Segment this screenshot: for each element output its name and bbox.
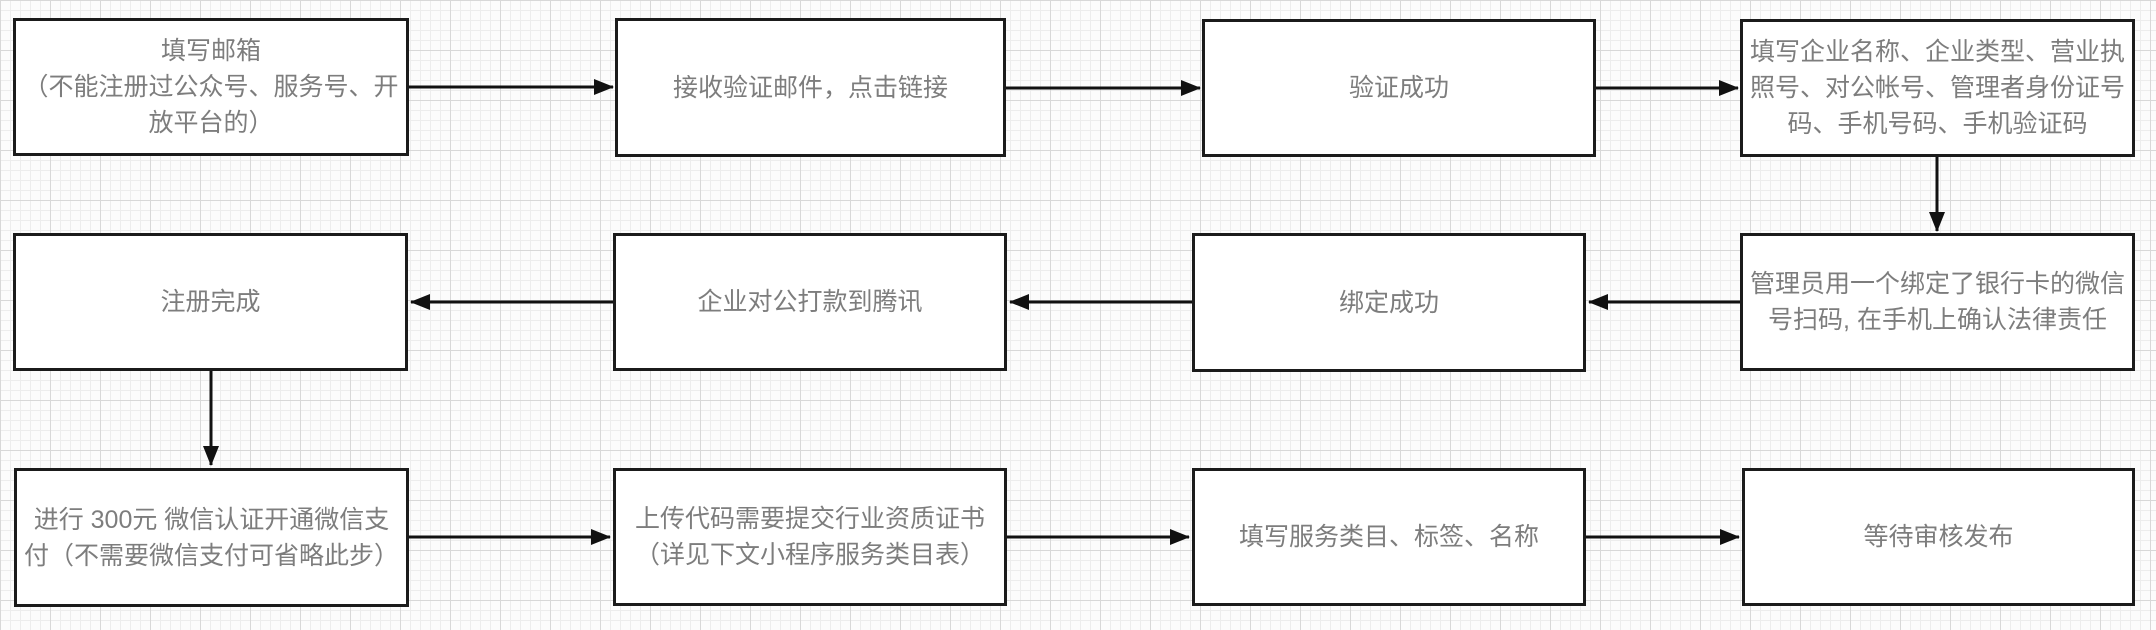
node-transfer-tencent[interactable]: 企业对公打款到腾讯 (613, 233, 1007, 371)
node-fill-email[interactable]: 填写邮箱 （不能注册过公众号、服务号、开 放平台的） (13, 18, 409, 156)
node-wait-review[interactable]: 等待审核发布 (1742, 468, 2135, 606)
node-wechat-cert-pay-label: 进行 300元 微信认证开通微信支 付（不需要微信支付可省略此步） (23, 505, 399, 570)
node-bind-success-label: 绑定成功 (1338, 288, 1439, 317)
node-register-done-label: 注册完成 (160, 288, 261, 316)
node-admin-scan[interactable]: 管理员用一个绑定了银行卡的微信 号扫码, 在手机上确认法律责任 (1740, 233, 2135, 371)
node-admin-scan-label: 管理员用一个绑定了银行卡的微信 号扫码, 在手机上确认法律责任 (1749, 270, 2125, 334)
node-receive-email[interactable]: 接收验证邮件，点击链接 (615, 18, 1006, 157)
node-verify-success-label: 验证成功 (1348, 74, 1449, 102)
node-upload-code-cert-label: 上传代码需要提交行业资质证书 （详见下文小程序服务类目表） (634, 505, 985, 569)
node-register-done[interactable]: 注册完成 (13, 233, 408, 371)
node-fill-category[interactable]: 填写服务类目、标签、名称 (1192, 468, 1586, 606)
node-fill-company-info[interactable]: 填写企业名称、企业类型、营业执 照号、对公帐号、管理者身份证号 码、手机号码、手… (1740, 19, 2135, 157)
node-wechat-cert-pay[interactable]: 进行 300元 微信认证开通微信支 付（不需要微信支付可省略此步） (14, 468, 409, 607)
node-transfer-tencent-label: 企业对公打款到腾讯 (697, 288, 923, 316)
node-fill-company-info-label: 填写企业名称、企业类型、营业执 照号、对公帐号、管理者身份证号 码、手机号码、手… (1749, 38, 2125, 138)
node-verify-success[interactable]: 验证成功 (1202, 19, 1596, 157)
node-bind-success[interactable]: 绑定成功 (1192, 233, 1586, 372)
node-fill-email-label: 填写邮箱 （不能注册过公众号、服务号、开 放平台的） (23, 37, 399, 137)
node-upload-code-cert[interactable]: 上传代码需要提交行业资质证书 （详见下文小程序服务类目表） (613, 468, 1007, 606)
node-wait-review-label: 等待审核发布 (1863, 523, 2014, 551)
node-receive-email-label: 接收验证邮件，点击链接 (672, 73, 948, 102)
node-fill-category-label: 填写服务类目、标签、名称 (1238, 523, 1539, 551)
